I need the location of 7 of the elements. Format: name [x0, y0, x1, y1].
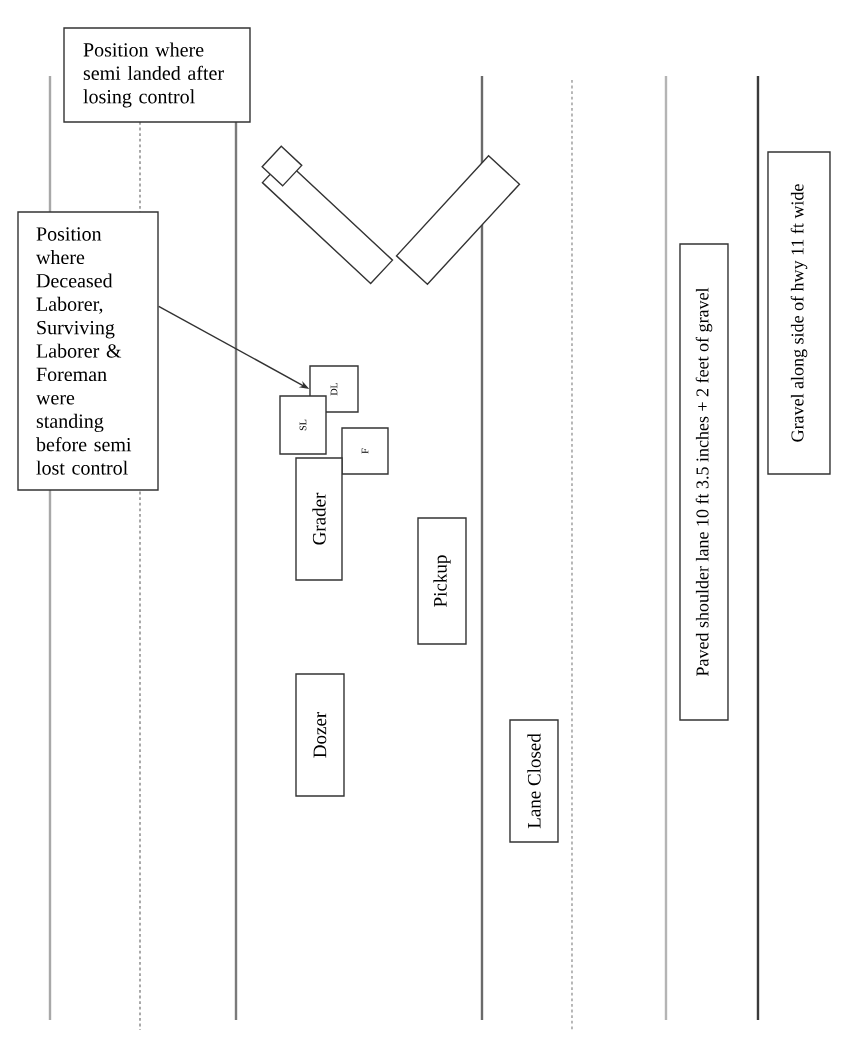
vehicle-box: Dozer	[295, 673, 345, 797]
vehicle-box: Pickup	[417, 517, 467, 645]
callout-box: Position where semi landed after losing control	[63, 27, 251, 123]
label-box: Paved shoulder lane 10 ft 3.5 inches + 2 feet of gravel	[679, 243, 729, 721]
label-box: Lane Closed	[509, 719, 559, 843]
label-box: Gravel along side of hwy 11 ft wide	[767, 151, 831, 475]
callout-box: Position where Deceased Laborer, Surviving Laborer & Foreman were standing before semi lost control	[17, 211, 159, 491]
